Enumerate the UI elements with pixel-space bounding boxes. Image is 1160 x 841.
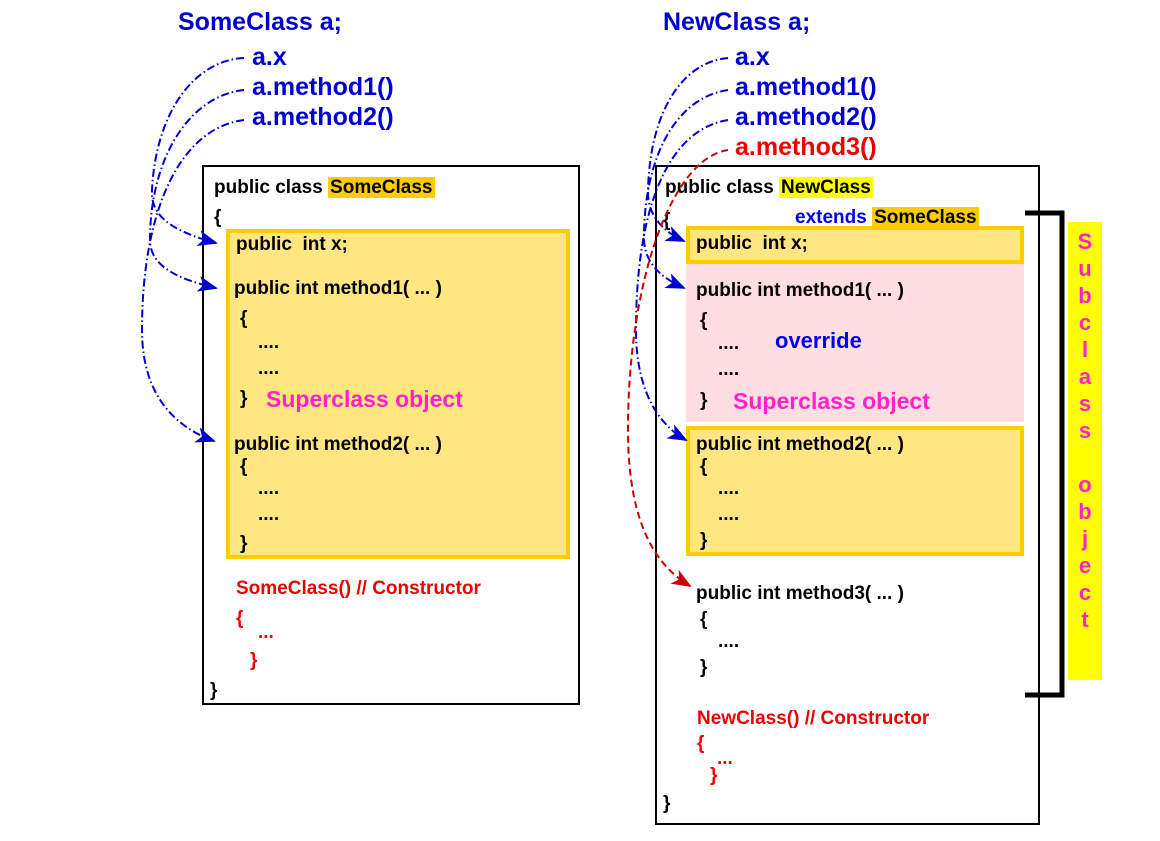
left-usage-ax: a.x xyxy=(252,43,287,71)
right-superclass-object-label: Superclass object xyxy=(733,388,930,414)
left-constructor-body: ... xyxy=(258,622,274,643)
subclass-label-letter: a xyxy=(1078,364,1092,389)
right-method3-dots1: .... xyxy=(718,631,740,652)
left-method1-open: { xyxy=(240,308,248,329)
right-method1-override-block xyxy=(686,264,1024,422)
right-extends-line: extends SomeClass xyxy=(795,207,979,229)
right-class-header: public class NewClass xyxy=(665,177,873,199)
left-method1-dots2: .... xyxy=(258,358,280,379)
left-class-name: SomeClass xyxy=(328,177,435,198)
left-class-header: public class SomeClass xyxy=(214,177,435,199)
right-usage-method2: a.method2() xyxy=(735,103,877,131)
left-usage-method2: a.method2() xyxy=(252,103,394,131)
right-method1-dots1: .... xyxy=(718,333,740,354)
right-method1-open: { xyxy=(700,310,708,331)
left-constructor-close: } xyxy=(250,650,258,671)
subclass-label-letter: s xyxy=(1078,391,1092,416)
right-declaration: NewClass a; xyxy=(663,8,811,36)
right-open-brace: { xyxy=(663,210,671,231)
left-method1-dots1: .... xyxy=(258,332,280,353)
right-method3-open: { xyxy=(700,609,708,630)
right-class-header-prefix: public class xyxy=(665,177,780,198)
right-constructor-body: ... xyxy=(717,748,733,769)
right-method2-open: { xyxy=(700,456,708,477)
right-method2-block xyxy=(686,426,1024,556)
left-declaration: SomeClass a; xyxy=(178,8,342,36)
subclass-label-letter: c xyxy=(1078,310,1092,335)
subclass-label-letter: l xyxy=(1081,337,1089,362)
subclass-label-letter: u xyxy=(1078,256,1092,281)
left-field: public int x; xyxy=(236,234,348,255)
right-method2-dots1: .... xyxy=(718,478,740,499)
left-constructor-open: { xyxy=(236,608,244,629)
right-constructor-open: { xyxy=(697,733,705,754)
right-method3-close: } xyxy=(700,657,708,678)
right-method1-close: } xyxy=(700,390,708,411)
left-method2-dots1: .... xyxy=(258,478,280,499)
right-method3-signature: public int method3( ... ) xyxy=(696,583,904,604)
right-method1-signature: public int method1( ... ) xyxy=(696,280,904,301)
subclass-label-letter: s xyxy=(1078,418,1092,443)
right-usage-method3: a.method3() xyxy=(735,133,877,161)
left-open-brace: { xyxy=(214,207,222,228)
subclass-label-letter: S xyxy=(1077,229,1093,254)
right-field-block xyxy=(686,226,1024,264)
subclass-label-letter xyxy=(1068,444,1102,471)
left-usage-method1: a.method1() xyxy=(252,73,394,101)
override-label: override xyxy=(775,328,862,353)
right-method2-close: } xyxy=(700,530,708,551)
right-class-close-brace: } xyxy=(663,793,671,814)
subclass-label-letter: t xyxy=(1081,607,1089,632)
left-class-header-prefix: public class xyxy=(214,177,329,198)
extends-target: SomeClass xyxy=(872,207,979,228)
subclass-label-letter: b xyxy=(1078,283,1092,308)
subclass-label-letter: o xyxy=(1078,472,1092,497)
right-constructor-close: } xyxy=(710,765,718,786)
left-method1-close: } xyxy=(240,388,248,409)
left-method2-close: } xyxy=(240,533,248,554)
left-superclass-object-label: Superclass object xyxy=(266,386,463,412)
left-method2-dots2: .... xyxy=(258,504,280,525)
subclass-label-letter: c xyxy=(1078,580,1092,605)
right-method1-dots2: .... xyxy=(718,359,740,380)
right-method2-signature: public int method2( ... ) xyxy=(696,434,904,455)
subclass-label-letter: e xyxy=(1078,553,1092,578)
subclass-label-letter: b xyxy=(1078,499,1092,524)
left-method2-open: { xyxy=(240,456,248,477)
extends-keyword: extends xyxy=(795,207,867,228)
left-class-close-brace: } xyxy=(210,680,218,701)
subclass-label-letter: j xyxy=(1081,526,1089,551)
right-usage-ax: a.x xyxy=(735,43,770,71)
right-constructor-signature: NewClass() // Constructor xyxy=(697,708,930,729)
right-class-name: NewClass xyxy=(779,177,873,198)
left-method1-signature: public int method1( ... ) xyxy=(234,278,442,299)
right-field: public int x; xyxy=(696,233,808,254)
left-method2-signature: public int method2( ... ) xyxy=(234,434,442,455)
right-method2-dots2: .... xyxy=(718,504,740,525)
left-constructor-signature: SomeClass() // Constructor xyxy=(236,578,481,599)
right-usage-method1: a.method1() xyxy=(735,73,877,101)
left-members-block xyxy=(226,229,570,559)
